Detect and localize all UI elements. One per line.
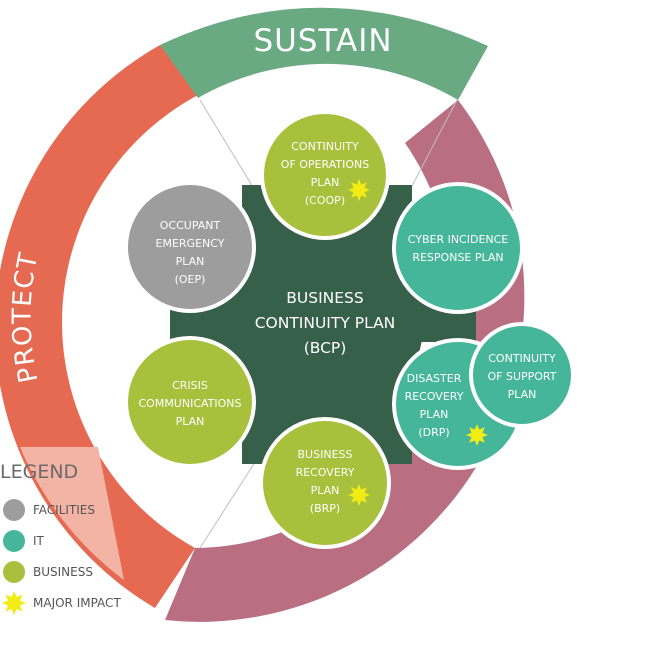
node-oep-line-1: OCCUPANT (160, 219, 221, 232)
legend-title: LEGEND (0, 461, 78, 483)
legend-major-impact-label: MAJOR IMPACT (33, 596, 121, 610)
node-support-line-3: PLAN (508, 388, 537, 401)
node-crisis-communications: CRISIS COMMUNICATIONS PLAN (124, 336, 256, 468)
legend-facilities-label: FACILITIES (33, 503, 95, 517)
legend-business-swatch (3, 561, 25, 583)
protect-label: PROTECT (8, 250, 45, 386)
bcp-center-label: BUSINESS CONTINUITY PLAN (BCP) (255, 289, 396, 357)
legend-it-label: IT (33, 534, 45, 548)
node-crisis-line-1: CRISIS (172, 379, 208, 392)
node-drp-line-1: DISASTER (407, 372, 462, 385)
node-cyber-line-1: CYBER INCIDENCE (408, 233, 509, 246)
node-brp-line-2: RECOVERY (296, 466, 355, 479)
node-oep-line-4: (OEP) (175, 273, 206, 286)
node-oep: OCCUPANT EMERGENCY PLAN (OEP) (124, 181, 256, 313)
node-drp-line-4: (DRP) (418, 426, 449, 439)
node-cyber-line-2: RESPONSE PLAN (412, 251, 503, 264)
ring-segment-sustain (160, 7, 488, 100)
center-line-2: CONTINUITY PLAN (255, 314, 396, 332)
center-line-3: (BCP) (304, 339, 347, 357)
node-brp: BUSINESS RECOVERY PLAN (BRP) (259, 417, 391, 549)
legend-facilities-swatch (3, 499, 25, 521)
major-impact-icon (348, 179, 370, 201)
legend-business-label: BUSINESS (33, 565, 93, 579)
sustain-label: SUSTAIN (253, 23, 392, 59)
node-crisis-line-2: COMMUNICATIONS (138, 397, 241, 410)
bcp-center-core (227, 227, 423, 423)
node-coop-line-3: PLAN (311, 176, 340, 189)
major-impact-icon (466, 424, 488, 446)
node-drp-line-2: RECOVERY (405, 390, 464, 403)
node-brp-line-3: PLAN (311, 484, 340, 497)
node-crisis-line-3: PLAN (176, 415, 205, 428)
node-support-line-1: CONTINUITY (488, 352, 556, 365)
legend-major-impact-icon (2, 591, 26, 615)
node-brp-line-4: (BRP) (310, 502, 340, 515)
node-brp-line-1: BUSINESS (298, 448, 353, 461)
node-coop-line-1: CONTINUITY (291, 140, 359, 153)
node-oep-line-2: EMERGENCY (156, 237, 225, 250)
ring-segment-protect-light (20, 447, 124, 580)
center-line-1: BUSINESS (286, 289, 363, 307)
node-drp-line-3: PLAN (420, 408, 449, 421)
node-cyber-incidence: CYBER INCIDENCE RESPONSE PLAN (392, 182, 524, 314)
ring-segment-recover (165, 100, 525, 622)
node-oep-line-3: PLAN (176, 255, 205, 268)
legend-it-swatch (3, 530, 25, 552)
node-coop-line-4: (COOP) (305, 194, 345, 207)
major-impact-icon (348, 484, 370, 506)
node-support-line-2: OF SUPPORT (487, 370, 556, 383)
legend: LEGEND FACILITIES IT BUSINESS MAJOR IMPA… (0, 461, 121, 615)
node-coop: CONTINUITY OF OPERATIONS PLAN (COOP) (260, 110, 390, 240)
node-continuity-of-support: CONTINUITY OF SUPPORT PLAN (469, 322, 575, 428)
node-coop-line-2: OF OPERATIONS (281, 158, 369, 171)
